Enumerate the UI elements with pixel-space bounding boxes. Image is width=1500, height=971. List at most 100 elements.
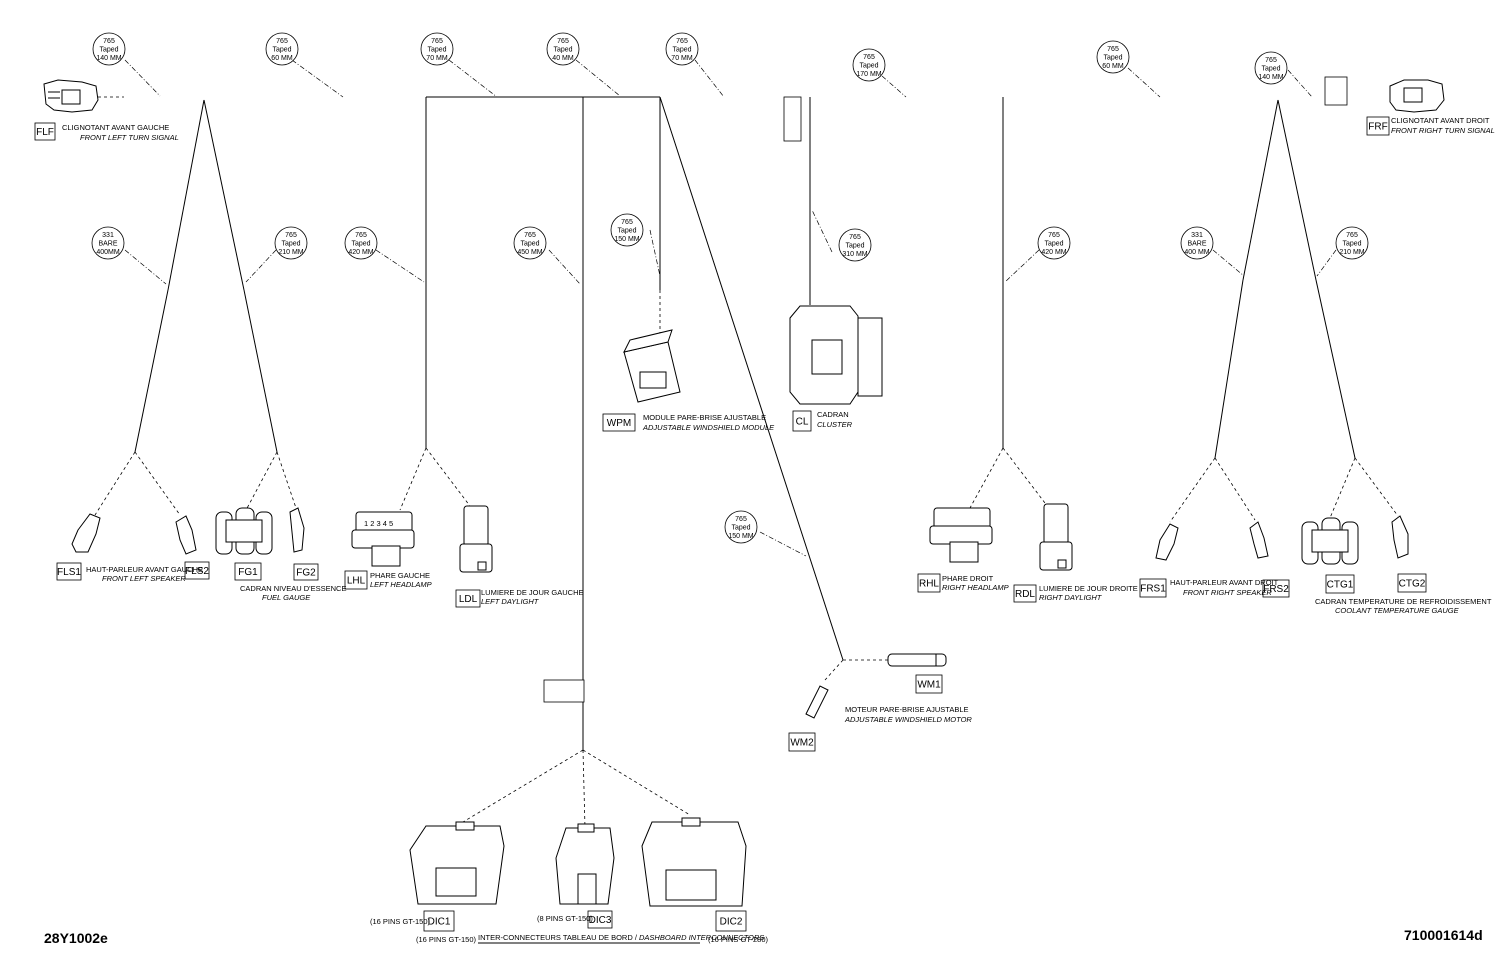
code-frs1: FRS1 (1139, 578, 1167, 598)
code-box (917, 573, 941, 593)
fg1-connector (215, 507, 273, 555)
frs-label-en: FRONT RIGHT SPEAKER (1183, 588, 1272, 597)
bubble-text-l3: 210 MM (278, 249, 303, 256)
bubble-text-l3: 210 MM (1339, 249, 1364, 256)
wm1-motor-connector (887, 653, 947, 667)
bubble-text-l1: 765 (103, 38, 115, 45)
ctg-label-fr: CADRAN TEMPERATURE DE REFROIDISSEMENT (1315, 597, 1492, 606)
code-box (1139, 578, 1167, 598)
bubble-text-l1: 765 (1265, 57, 1277, 64)
bubble-text-l1: 765 (557, 38, 569, 45)
bubble-circle (1037, 226, 1071, 260)
code-label: FG2 (296, 568, 316, 579)
bubble-circle (665, 32, 699, 66)
ldl-daylight-connector (459, 505, 493, 573)
bubble-text-l1: 765 (676, 38, 688, 45)
code-fls2: FLS2 (184, 561, 210, 580)
bubble-circle (513, 226, 547, 260)
drawing-ref-right: 710001614d (1404, 927, 1483, 943)
code-rhl: RHL (917, 573, 941, 593)
rhl-label-en: RIGHT HEADLAMP (942, 583, 1009, 592)
bubble-text-l3: 400MM (96, 249, 120, 256)
bubble-circle (838, 228, 872, 262)
bubble-text-l2: Taped (1044, 241, 1063, 248)
code-box (788, 732, 816, 752)
frs2-terminal (1249, 521, 1269, 559)
code-box (1013, 584, 1037, 603)
rhl-headlamp-connector (929, 507, 993, 563)
bubble-text-l1: 765 (1048, 232, 1060, 239)
code-label: FRF (1368, 122, 1387, 133)
code-cl: CL (792, 410, 812, 432)
dic2-pins: (16 PINS GT-280) (708, 935, 769, 944)
bubble-text-l2: Taped (731, 525, 750, 532)
frs-label-fr: HAUT-PARLEUR AVANT DROIT (1170, 578, 1279, 587)
code-label: CTG2 (1399, 579, 1426, 590)
leader-lines (124, 59, 1337, 557)
code-label: RHL (919, 579, 939, 590)
wpm-label-fr: MODULE PARE-BRISE AJUSTABLE (643, 413, 766, 422)
code-box (1325, 574, 1355, 594)
wm-label-en: ADJUSTABLE WINDSHIELD MOTOR (844, 715, 972, 724)
code-rdl: RDL (1013, 584, 1037, 603)
code-ldl: LDL (455, 589, 481, 608)
code-label: WPM (607, 418, 631, 429)
code-label: FLS1 (57, 567, 81, 578)
rdl-daylight-connector (1039, 503, 1073, 571)
ldl-label-fr: LUMIERE DE JOUR GAUCHE (481, 588, 584, 597)
code-label: DIC3 (589, 915, 612, 926)
bubble-text-l3: 170 MM (856, 71, 881, 78)
bubble-circle (1096, 40, 1130, 74)
drawing-ref-left: 28Y1002e (44, 930, 108, 946)
ctg1-connector (1301, 517, 1359, 565)
bubble-circle (274, 226, 308, 260)
bubble-text-l3: 140 MM (1258, 74, 1283, 81)
bubble-text-l1: 765 (431, 38, 443, 45)
frf-label-en: FRONT RIGHT TURN SIGNAL (1391, 126, 1495, 135)
bubble-text-l2: Taped (427, 47, 446, 54)
bubble-text-l1: 765 (524, 232, 536, 239)
frf-label-fr: CLIGNOTANT AVANT DROIT (1391, 116, 1490, 125)
blank-tag-right (1324, 76, 1348, 106)
bubble-text-l3: 150 MM (614, 236, 639, 243)
dic2-interconnector (641, 817, 747, 907)
bubble-circle (265, 32, 299, 66)
bubble-text-l2: BARE (98, 241, 117, 248)
descriptions: CLIGNOTANT AVANT GAUCHE FRONT LEFT TURN … (62, 116, 1495, 944)
code-box (184, 561, 210, 580)
lhl-headlamp-connector: 1 2 3 4 5 (351, 511, 415, 567)
bubble-text-l1: 765 (863, 54, 875, 61)
code-flf: FLF (34, 122, 56, 141)
dic-caption-fr: INTER-CONNECTEURS TABLEAU DE BORD / (478, 933, 639, 942)
code-label: CL (796, 417, 809, 428)
fls-label-en: FRONT LEFT SPEAKER (102, 574, 186, 583)
bubble-circle (420, 32, 454, 66)
code-dic3: DIC3 (587, 910, 613, 929)
code-box (293, 563, 319, 581)
code-label: FRS1 (1140, 584, 1166, 595)
code-label: FG1 (238, 567, 258, 578)
code-label: DIC1 (428, 917, 451, 928)
code-label: WM2 (790, 738, 814, 749)
bubble-text-l3: 40 MM (552, 55, 574, 62)
code-box (34, 122, 56, 141)
lhl-label-en: LEFT HEADLAMP (370, 580, 432, 589)
code-label: LHL (347, 576, 366, 587)
code-box (56, 562, 82, 581)
bubble-text-l2: Taped (845, 243, 864, 250)
fg-label-en: FUEL GAUGE (262, 593, 311, 602)
bubble-circle (1180, 226, 1214, 260)
dic-caption-en: DASHBOARD INTERCONNECTORS (639, 933, 764, 942)
code-fg2: FG2 (293, 563, 319, 581)
